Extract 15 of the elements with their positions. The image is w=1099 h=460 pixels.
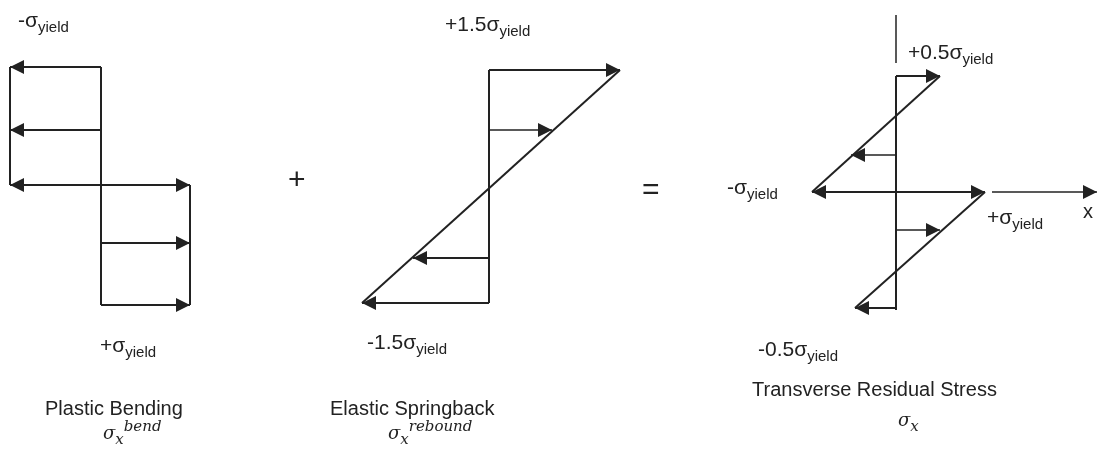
plus-sign: + bbox=[288, 162, 306, 195]
stress-value-label: +1.5σ$_{yield}$ bbox=[445, 12, 531, 40]
stress-value-label: +σ$_{yield}$ bbox=[987, 205, 1044, 233]
equals-sign: = bbox=[642, 172, 660, 205]
stress-value-label: -0.5σ$_{yield}$ bbox=[758, 337, 838, 365]
diagram-caption: Elastic Springback bbox=[330, 397, 495, 419]
stress-symbol: σ$_{x}$ bbox=[898, 410, 919, 435]
stress-value-label: -1.5σ$_{yield}$ bbox=[367, 330, 447, 358]
stress-value-label: +0.5σ$_{yield}$ bbox=[908, 40, 994, 68]
stress-value-label: -σ$_{yield}$ bbox=[727, 175, 778, 203]
diagram-caption: Transverse Residual Stress bbox=[752, 378, 997, 400]
diagram-caption: Plastic Bending bbox=[45, 397, 183, 419]
stress-value-label: -σ$_{yield}$ bbox=[18, 8, 69, 36]
axis-label: x bbox=[1083, 200, 1093, 222]
stress-value-label: +σ$_{yield}$ bbox=[100, 333, 157, 361]
